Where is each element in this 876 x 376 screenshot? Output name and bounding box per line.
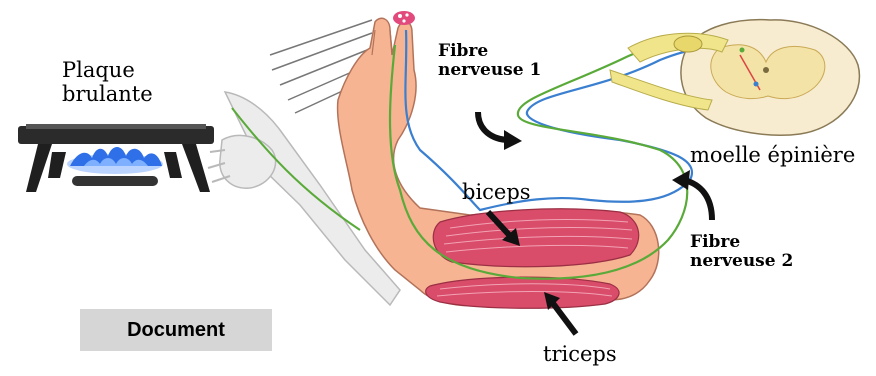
triceps-muscle — [426, 277, 619, 308]
nerve-fibre-2-label: Fibre nerveuse 2 — [690, 233, 793, 271]
hot-plate-label: Plaque brulante — [62, 58, 153, 106]
fingertip-burn — [393, 11, 415, 25]
spinal-cord-label: moelle épinière — [690, 143, 855, 167]
triceps-label: triceps — [543, 342, 617, 366]
biceps-muscle — [433, 209, 638, 267]
spinal-cord-icon — [610, 20, 859, 136]
flame-icon — [67, 147, 163, 174]
biceps-label: biceps — [462, 180, 531, 204]
document-badge: Document — [80, 309, 272, 351]
nerve-fibre-1-label: Fibre nerveuse 1 — [438, 42, 541, 80]
